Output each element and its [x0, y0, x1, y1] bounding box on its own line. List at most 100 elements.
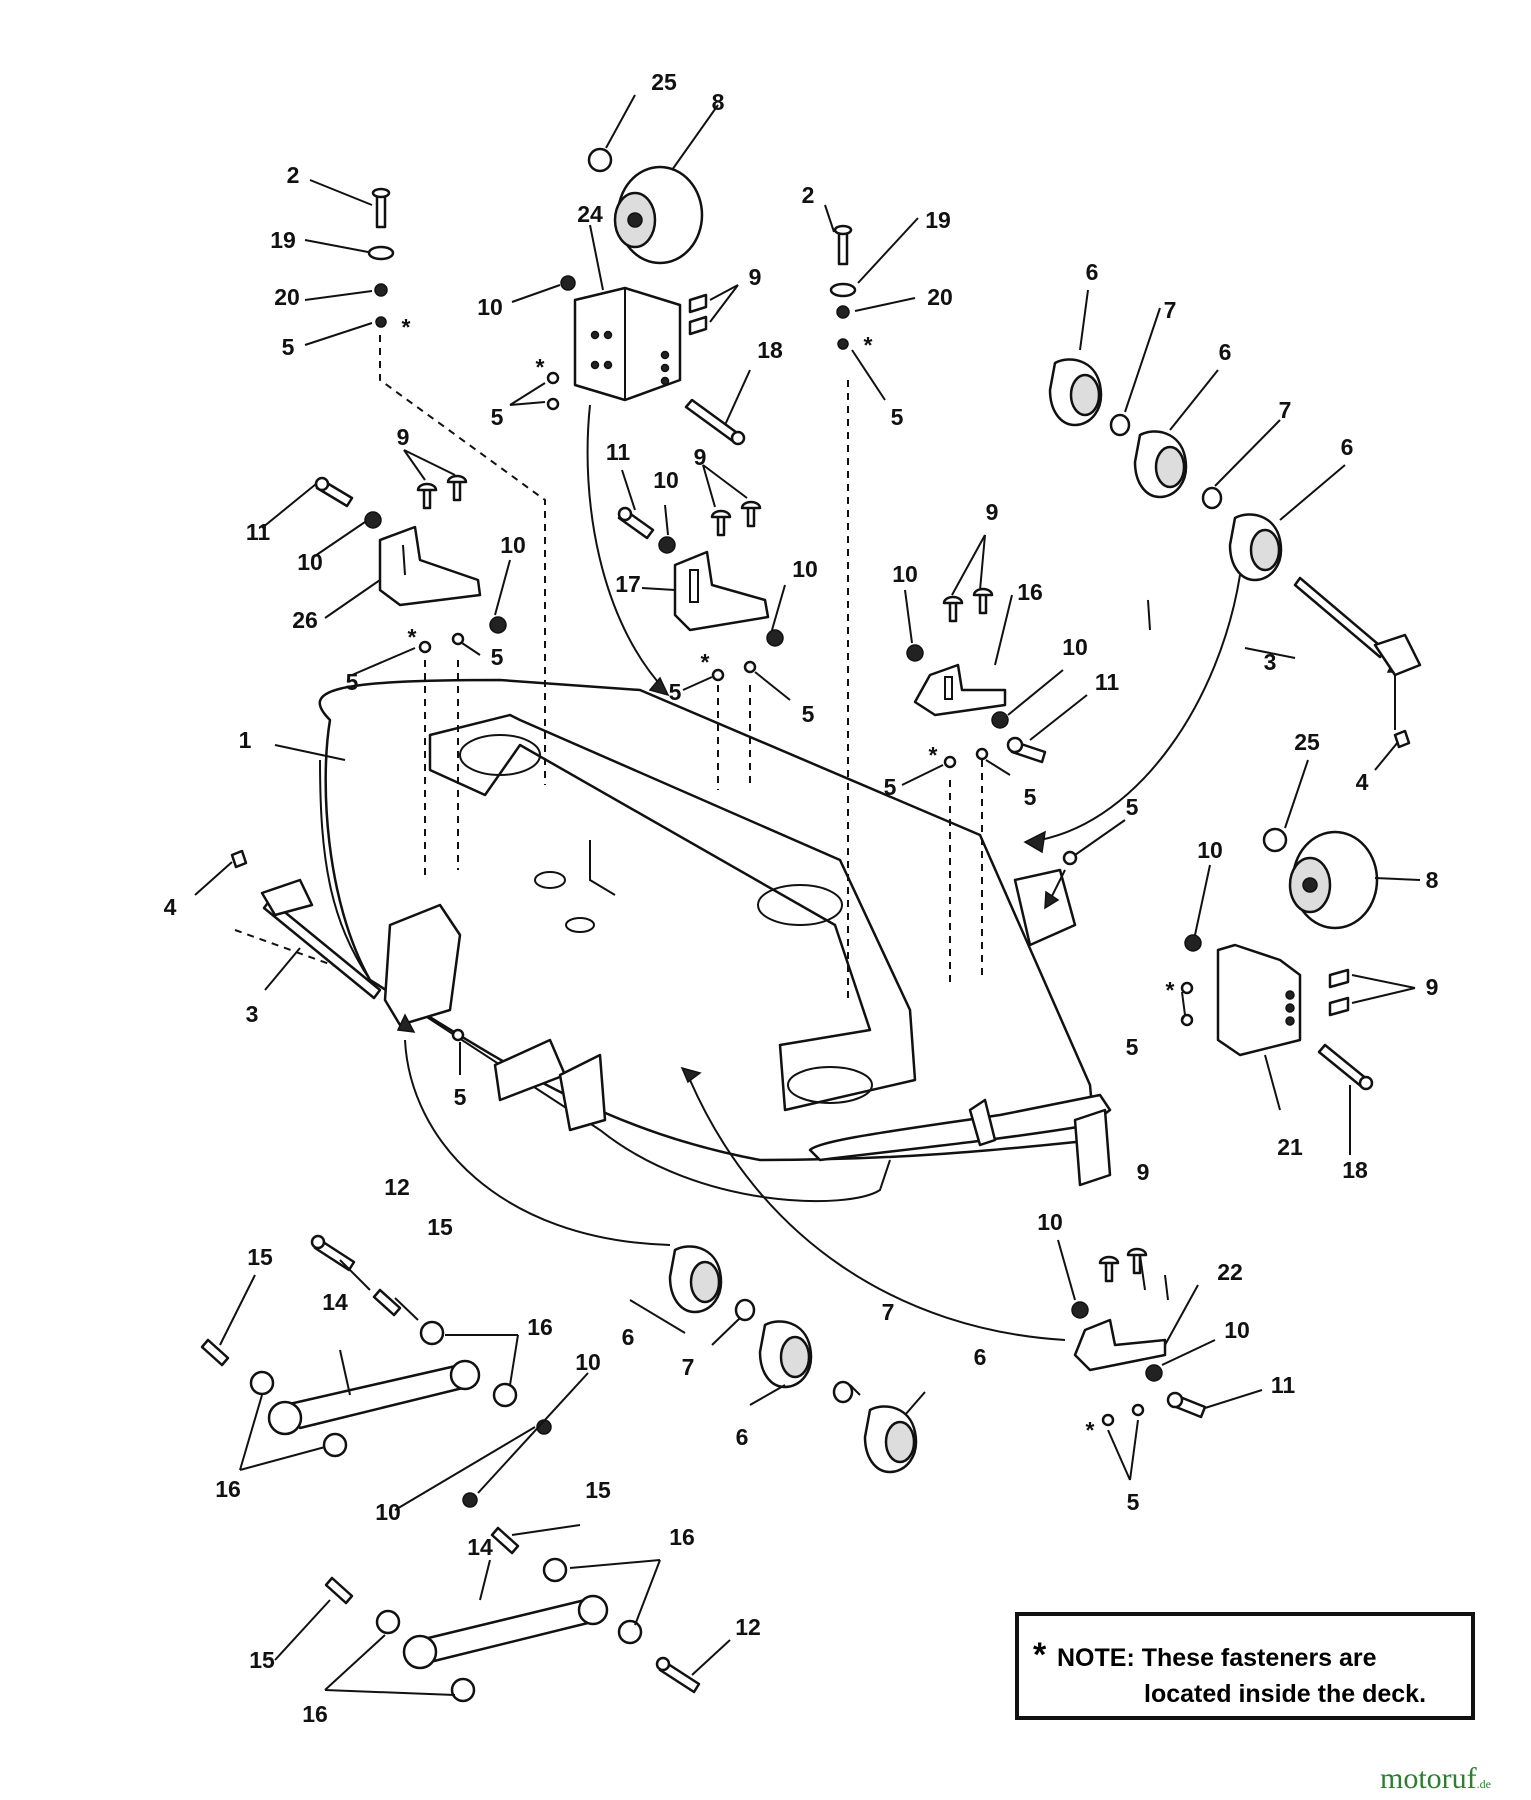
- nut-21-right: [836, 305, 850, 319]
- carriage-bolts-9: [416, 293, 1350, 1283]
- asterisk: *: [1086, 1417, 1095, 1443]
- pins-15: [200, 1288, 520, 1605]
- callout-10: 10: [1037, 1209, 1063, 1235]
- callout-1: 1: [239, 727, 252, 753]
- callout-6: 6: [974, 1344, 987, 1370]
- callout-5: 5: [1024, 784, 1037, 810]
- callout-14: 14: [322, 1289, 348, 1315]
- callout-10: 10: [297, 549, 323, 575]
- asterisk: *: [402, 314, 411, 340]
- callout-6: 6: [1086, 259, 1099, 285]
- spacer-24-top: [587, 147, 613, 173]
- callout-25: 22: [1217, 1259, 1243, 1285]
- callout-5: 5: [891, 404, 904, 430]
- callout-2: 2: [802, 182, 815, 208]
- arm-14-lower: [402, 1594, 609, 1670]
- washers-7: [734, 413, 1223, 1404]
- callout-7: 7: [1279, 397, 1292, 423]
- bolts-12: [310, 1234, 701, 1694]
- axle-3-left: [260, 878, 382, 1000]
- callout-10: 10: [575, 1349, 601, 1375]
- callout-5: 5: [1126, 1034, 1139, 1060]
- arm-14-upper: [267, 1359, 481, 1436]
- note-line-1: NOTE: These fasteners are: [1057, 1644, 1377, 1672]
- callout-26: 26: [292, 607, 318, 633]
- roller-bracket-23: [573, 286, 682, 402]
- callout-5: 5: [454, 1084, 467, 1110]
- mower-deck: [318, 678, 1112, 1203]
- bolt-2-left: [371, 187, 391, 229]
- bolt-2-right: [833, 224, 853, 266]
- callout-11: 11: [246, 519, 271, 545]
- callout-4: 4: [1356, 769, 1369, 795]
- bracket-26: [378, 525, 482, 607]
- callout-10: 10: [1224, 1317, 1250, 1343]
- callout-22: 21: [1277, 1134, 1303, 1160]
- pin-4-left: [230, 849, 248, 869]
- spacer-24-right: [1262, 827, 1288, 853]
- bracket-25: [1073, 1318, 1167, 1372]
- callout-9: 9: [694, 444, 707, 470]
- callout-5: 5: [491, 644, 504, 670]
- watermark: motoruf.de: [1380, 1762, 1491, 1796]
- callout-10: 10: [500, 532, 526, 558]
- callout-6: 6: [1219, 339, 1232, 365]
- callout-6: 6: [622, 1324, 635, 1350]
- callout-9: 9: [1137, 1159, 1150, 1185]
- leader-lines: [194, 94, 1421, 1696]
- callout-6: 6: [736, 1424, 749, 1450]
- callout-10: 10: [477, 294, 503, 320]
- callout-11: 11: [606, 439, 631, 465]
- pin-19-right: [1317, 1043, 1374, 1091]
- callout-16: 16: [527, 1314, 553, 1340]
- callout-15: 15: [249, 1647, 275, 1673]
- callout-24: 25: [651, 69, 677, 95]
- rollers-6: [668, 358, 1283, 1474]
- bracket-17: [913, 663, 1007, 717]
- bushings-16: [249, 1320, 643, 1703]
- nut-21-left: [374, 283, 388, 297]
- callout-15: 15: [247, 1244, 273, 1270]
- callout-16: 16: [215, 1476, 241, 1502]
- callout-5: 5: [491, 404, 504, 430]
- callout-20: 19: [925, 207, 951, 233]
- assembly-arrows: [396, 404, 1404, 1341]
- callout-9: 9: [397, 424, 410, 450]
- callout-5: 5: [282, 334, 295, 360]
- roller-bracket-22: [1216, 943, 1302, 1057]
- nuts-10: [364, 275, 1202, 1508]
- asterisk: *: [408, 624, 417, 650]
- callout-19: 18: [1342, 1157, 1368, 1183]
- callout-12: 12: [735, 1614, 761, 1640]
- callout-23: 24: [577, 201, 603, 227]
- callout-14: 14: [467, 1534, 493, 1560]
- callout-15: 15: [427, 1214, 453, 1240]
- callout-7: 7: [682, 1354, 695, 1380]
- callout-19: 18: [757, 337, 783, 363]
- callout-4: 4: [164, 894, 177, 920]
- callout-10: 10: [892, 561, 918, 587]
- asterisk: *: [929, 742, 938, 768]
- callout-9: 9: [986, 499, 999, 525]
- note-asterisk: *: [1033, 1636, 1047, 1674]
- callout-2: 2: [287, 162, 300, 188]
- asterisk: *: [864, 332, 873, 358]
- callout-17: 16: [1017, 579, 1043, 605]
- callout-7: 7: [1164, 297, 1177, 323]
- callout-8: 8: [712, 89, 725, 115]
- callout-15: 15: [585, 1477, 611, 1503]
- callout-16: 16: [669, 1524, 695, 1550]
- watermark-brand: motoruf: [1380, 1762, 1477, 1795]
- callout-11: 11: [1095, 669, 1120, 695]
- bracket-18: [673, 550, 770, 632]
- callout-5: 5: [669, 679, 682, 705]
- callout-18: 17: [615, 571, 641, 597]
- callout-10: 10: [1062, 634, 1088, 660]
- callout-9: 9: [1426, 974, 1439, 1000]
- note-line-2: located inside the deck.: [1144, 1680, 1427, 1708]
- callout-7: 7: [882, 1299, 895, 1325]
- washer-20-left: [367, 245, 395, 261]
- nuts-5: [375, 316, 1194, 1427]
- callout-5: 5: [802, 701, 815, 727]
